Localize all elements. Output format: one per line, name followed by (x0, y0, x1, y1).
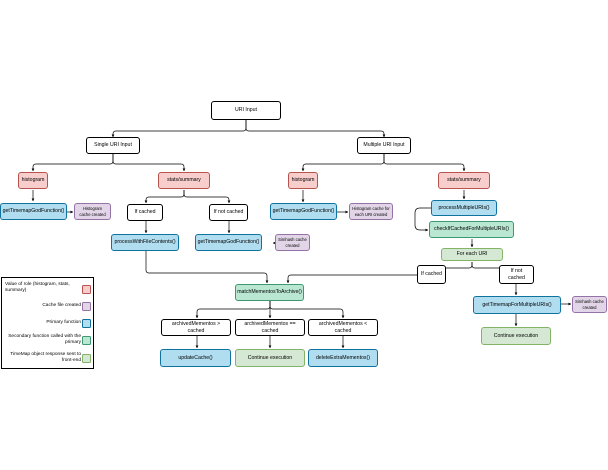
histogram-cache-multi-node: Histogram cache for each URI created (349, 203, 393, 220)
edge-match-to-lt (269, 301, 345, 319)
edge-uri-to-single (111, 120, 247, 138)
edge-match-to-gt (195, 301, 271, 319)
archived-gt-cached-node: archivedMementos > cached (161, 319, 231, 336)
delete-extra-mementos-node: deleteExtraMementos() (308, 349, 378, 367)
process-with-file-contents-node: processWithFileContents() (111, 234, 179, 251)
check-if-cached-multiple-node: checkIfCachedForMultipleURIs() (429, 221, 514, 238)
continue-execution-right-node: Continue execution (481, 327, 551, 345)
edge-pwfc-to-match (145, 251, 269, 284)
legend-item-secondary: Secondary function called with the prima… (2, 333, 95, 349)
legend-item-timemap: TimeMap object response sent to front-en… (2, 351, 95, 367)
if-not-cached-single-node: If not cached (209, 204, 248, 221)
edge-single-to-stats (112, 154, 186, 172)
legend-swatch (82, 302, 91, 311)
continue-execution-mid-node: Continue execution (235, 349, 305, 367)
stats-summary-single-node: stats/summary (158, 172, 210, 189)
multiple-uri-input-node: Multiple URI Input (357, 137, 411, 154)
legend-label: Cache file created (42, 303, 81, 308)
match-mementos-node: matchMementosToArchive() (235, 284, 304, 301)
legend-item-primary: Primary function (2, 317, 95, 331)
get-timemap-god-stats-node: getTimemapGodFunction() (195, 234, 262, 251)
legend-label: Secondary function called with the prima… (8, 334, 81, 345)
if-cached-multi-node: If cached (417, 265, 446, 284)
edge-stats-to-ifcached (144, 190, 185, 204)
legend-swatch (82, 354, 91, 363)
legend-label: Value of role (histogram, stats, summary… (5, 282, 70, 293)
get-timemap-god-multi-node: getTimemapGodFunction() (270, 203, 337, 220)
update-cache-node: updateCache() (160, 349, 231, 367)
histogram-cache-single-node: Histogram cache created (74, 203, 111, 220)
get-timemap-god-single-node: getTimemapGodFunction() (0, 203, 67, 220)
edge-stats-to-ifnotcached (183, 190, 231, 204)
edge-ifcached-multi-to-match (286, 274, 432, 284)
for-each-uri-node: For each URI (441, 248, 503, 261)
edge-multiple-to-histogram (301, 154, 385, 172)
process-multiple-uris-node: processMultipleURIs() (431, 200, 497, 216)
edge-multiple-to-stats (383, 154, 466, 172)
legend-item-role: Value of role (histogram, stats, summary… (2, 281, 95, 298)
edge-single-to-histogram (31, 154, 114, 172)
archived-lt-cached-node: archivedMementos < cached (308, 319, 378, 336)
legend: Value of role (histogram, stats, summary… (1, 277, 94, 369)
legend-swatch (82, 285, 91, 294)
archived-eq-cached-node: archivedMementos == cached (235, 319, 305, 336)
edge-uri-to-multiple (245, 120, 386, 138)
if-not-cached-multi-node: If not cached (499, 265, 534, 284)
if-cached-single-node: If cached (127, 204, 163, 221)
get-timemap-multiple-uris-node: getTimemapForMultipleURIs() (473, 296, 561, 314)
single-uri-input-node: Single URI Input (86, 137, 140, 154)
legend-swatch (82, 319, 91, 328)
legend-label: TimeMap object response sent to front-en… (10, 352, 81, 363)
simhash-cache-single-node: Simhash cache created (275, 234, 310, 251)
legend-item-cache: Cache file created (2, 300, 95, 314)
histogram-multi-node: histogram (288, 172, 318, 189)
legend-swatch (82, 336, 91, 345)
simhash-cache-multi-node: Simhash cache created (572, 296, 607, 313)
uri-input-node: URI Input (211, 101, 281, 120)
stats-summary-multi-node: stats/summary (438, 172, 490, 189)
histogram-single-node: histogram (18, 172, 48, 189)
edge-pmu-to-check (414, 207, 431, 232)
legend-label: Primary function (46, 320, 81, 325)
